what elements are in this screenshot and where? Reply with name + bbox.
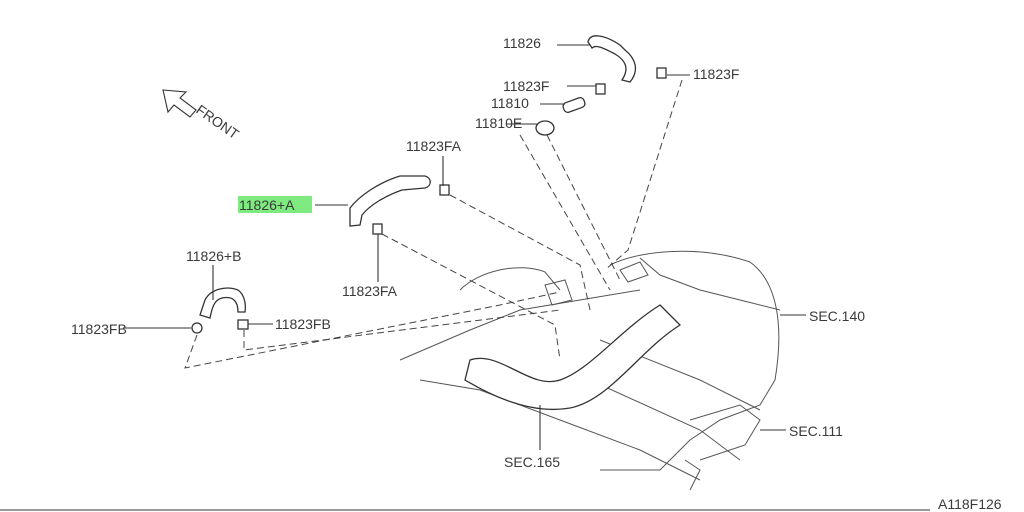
highlight-marker	[238, 196, 312, 213]
clip-11823f-right[interactable]	[656, 67, 667, 79]
callout-11823f-top[interactable]: 11823F	[503, 78, 549, 94]
hose-11826-b[interactable]	[199, 287, 246, 319]
callout-11823fb-left[interactable]: 11823FB	[71, 321, 127, 337]
callout-11823f-right[interactable]: 11823F	[693, 66, 739, 82]
callout-11826-a[interactable]: 11826+A	[239, 197, 295, 213]
clip-11823fb-left[interactable]	[191, 322, 203, 334]
clip-11823fb-right[interactable]	[237, 319, 249, 330]
clip-11823fa-bottom[interactable]	[372, 223, 383, 235]
clip-11823fa-top[interactable]	[439, 184, 450, 196]
callout-11823fb-right[interactable]: 11823FB	[275, 316, 331, 332]
grommet-11810E[interactable]	[535, 120, 555, 136]
hose-11826[interactable]	[587, 35, 637, 83]
engine-assembly	[399, 250, 781, 491]
callout-11823fa-bottom[interactable]: 11823FA	[342, 283, 398, 299]
diagram-id: A118F126	[938, 496, 1002, 512]
callout-sec-111[interactable]: SEC.111	[789, 423, 843, 439]
valve-11810[interactable]	[562, 97, 586, 114]
callout-sec-140[interactable]: SEC.140	[809, 308, 865, 324]
callout-11810[interactable]: 11810	[491, 95, 529, 111]
front-label: FRONT	[193, 101, 242, 142]
callout-sec-165[interactable]: SEC.165	[504, 454, 560, 470]
callout-11826-b[interactable]: 11826+B	[186, 248, 241, 264]
callout-11823fa-top[interactable]: 11823FA	[406, 138, 462, 154]
hose-11826-a[interactable]	[349, 175, 431, 227]
callout-11810e[interactable]: 11810E	[475, 115, 522, 131]
callout-11826[interactable]: 11826	[503, 35, 541, 51]
clip-11823f-top[interactable]	[595, 83, 606, 95]
front-arrow-icon	[162, 89, 197, 118]
